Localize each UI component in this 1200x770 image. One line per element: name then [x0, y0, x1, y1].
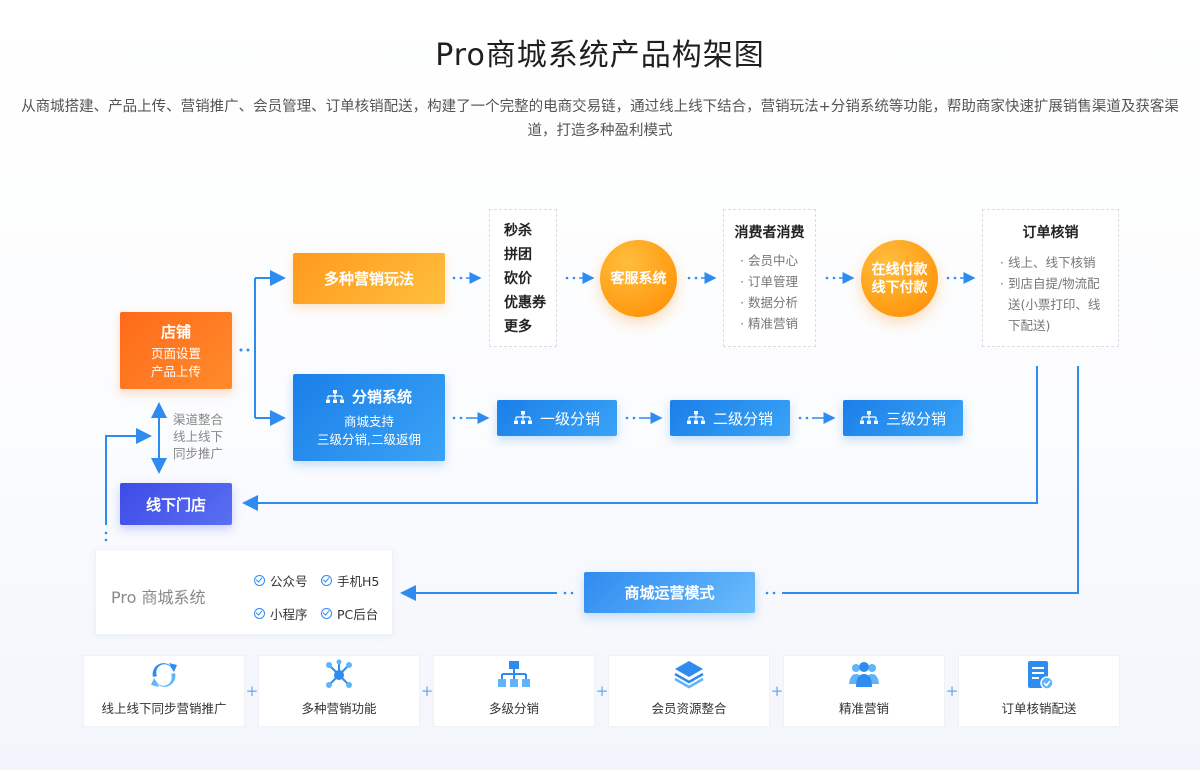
marketing-item: 砍价 [504, 271, 532, 287]
pro-system-card: Pro 商城系统 公众号 手机H5 小程序 PC后台 [95, 549, 393, 635]
feature-card: 线上线下同步营销推广 [83, 655, 245, 727]
marketing-item: 优惠券 [504, 295, 546, 311]
pro-system-title: Pro 商城系统 [111, 588, 206, 607]
consumer-item: · 会员中心 [740, 253, 798, 268]
store-dots [239, 348, 250, 352]
platform-pc-admin: PC后台 [321, 604, 378, 623]
order-to-offline-link [242, 366, 1038, 511]
customer-service-circle: 客服系统 [600, 240, 677, 317]
page-subtitle: 从商城搭建、产品上传、营销推广、会员管理、订单核销配送，构建了一个完整的电商交易… [21, 99, 1179, 139]
feature-card: 精准营销 [783, 655, 945, 727]
order-item: 下配送) [1008, 318, 1051, 333]
offline-store-box: 线下门店 [120, 483, 232, 525]
marketing-item: 拼团 [504, 247, 532, 263]
users-icon [849, 662, 879, 687]
feature-card: 订单核销配送 [958, 655, 1120, 727]
store-line-2: 产品上传 [150, 363, 201, 379]
document-check-icon [1028, 661, 1054, 690]
plus-icon: + [770, 682, 784, 700]
consumer-item: · 精准营销 [740, 316, 798, 331]
check-icon [321, 608, 332, 619]
hierarchy-icon [325, 389, 344, 403]
marketing-box: 多种营销玩法 [293, 253, 445, 304]
page-title: Pro商城系统产品构架图 [435, 38, 765, 73]
operation-mode-box: 商城运营模式 [584, 572, 755, 613]
hierarchy-icon [513, 411, 532, 424]
level-1-box: 一级分销 [497, 400, 617, 436]
consumer-box: 消费者消费 · 会员中心 · 订单管理 · 数据分析 · 精准营销 [723, 209, 816, 347]
feature-card: 多种营销功能 [258, 655, 420, 727]
top-row-dots [452, 276, 957, 420]
network-icon [326, 659, 352, 688]
distribution-box: 分销系统 商城支持 三级分销,二级返佣 [293, 374, 445, 461]
consumer-item: · 数据分析 [740, 295, 798, 310]
platform-miniprogram: 小程序 [254, 604, 308, 623]
platform-wechat: 公众号 [254, 571, 308, 590]
plus-icon: + [945, 682, 959, 700]
plus-icon: + [245, 682, 259, 700]
check-icon [321, 575, 332, 586]
hierarchy-icon [686, 411, 705, 424]
order-item: 送(小票打印、线 [1008, 297, 1101, 312]
order-item: · 线上、线下核销 [1000, 255, 1096, 270]
payment-circle: 在线付款 线下付款 [861, 240, 938, 317]
feature-card: 多级分销 [433, 655, 595, 727]
order-box: 订单核销 · 线上、线下核销 · 到店自提/物流配 送(小票打印、线 下配送) [982, 209, 1119, 347]
level-3-box: 三级分销 [843, 400, 963, 436]
plus-icon: + [420, 682, 434, 700]
store-box: 店铺 页面设置 产品上传 [120, 312, 232, 389]
marketing-list: 秒杀 拼团 砍价 优惠券 更多 [489, 209, 557, 347]
check-icon [254, 575, 265, 586]
layers-icon [674, 661, 704, 689]
pro-to-store-link [105, 428, 152, 525]
hierarchy-icon [498, 661, 530, 687]
marketing-item: 更多 [504, 319, 532, 335]
order-item: · 到店自提/物流配 [1000, 276, 1100, 291]
sync-icon [151, 663, 177, 687]
platform-h5: 手机H5 [321, 571, 379, 590]
level-2-box: 二级分销 [670, 400, 790, 436]
plus-icon: + [595, 682, 609, 700]
order-to-operation-link [782, 366, 1079, 594]
check-icon [254, 608, 265, 619]
store-line-1: 页面设置 [150, 345, 201, 361]
channel-note: 渠道整合 线上线下 同步推广 [173, 412, 224, 461]
feature-card: 会员资源整合 [608, 655, 770, 727]
marketing-item: 秒杀 [504, 223, 532, 239]
store-title: 店铺 [160, 322, 191, 341]
consumer-item: · 订单管理 [740, 274, 798, 289]
hierarchy-icon [859, 411, 878, 424]
